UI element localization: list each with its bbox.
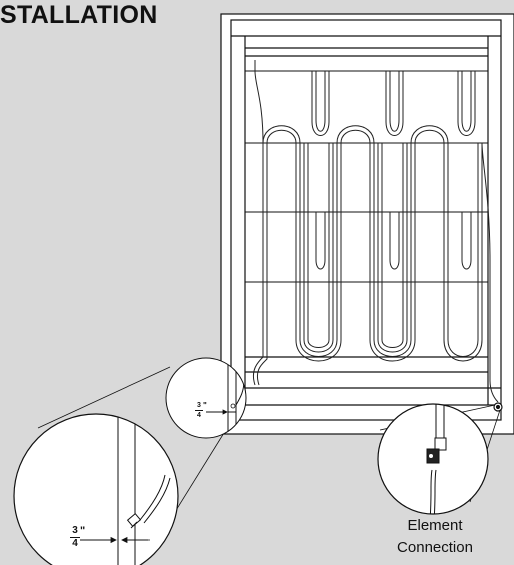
element-connection-caption: Element Connection — [380, 515, 490, 559]
dimension-unit: " — [203, 401, 207, 410]
dimension-unit: " — [80, 525, 86, 537]
connector-nut-icon — [426, 437, 447, 464]
dimension-label-large: 3 4 " — [70, 525, 85, 549]
caption-line-2: Connection — [397, 539, 473, 556]
heater-frame — [220, 13, 514, 435]
heating-element-coils — [252, 60, 499, 403]
dimension-label-small: 3 4 " — [195, 402, 207, 419]
dimension-denominator: 4 — [197, 412, 201, 419]
element-fitting-icon — [126, 513, 142, 529]
caption-line-1: Element — [407, 517, 463, 534]
large-detail-circle — [13, 413, 179, 565]
page-title: STALLATION — [0, 1, 158, 29]
dimension-numerator: 3 — [197, 402, 201, 409]
dimension-denominator: 4 — [72, 538, 78, 549]
small-detail-circle — [165, 357, 247, 439]
fraction-bar — [70, 537, 80, 538]
dimension-numerator: 3 — [72, 525, 78, 536]
dimension-arrows — [88, 409, 228, 544]
connection-detail-circle — [377, 403, 489, 515]
fraction-bar — [195, 410, 203, 411]
terminal-right — [493, 402, 503, 412]
